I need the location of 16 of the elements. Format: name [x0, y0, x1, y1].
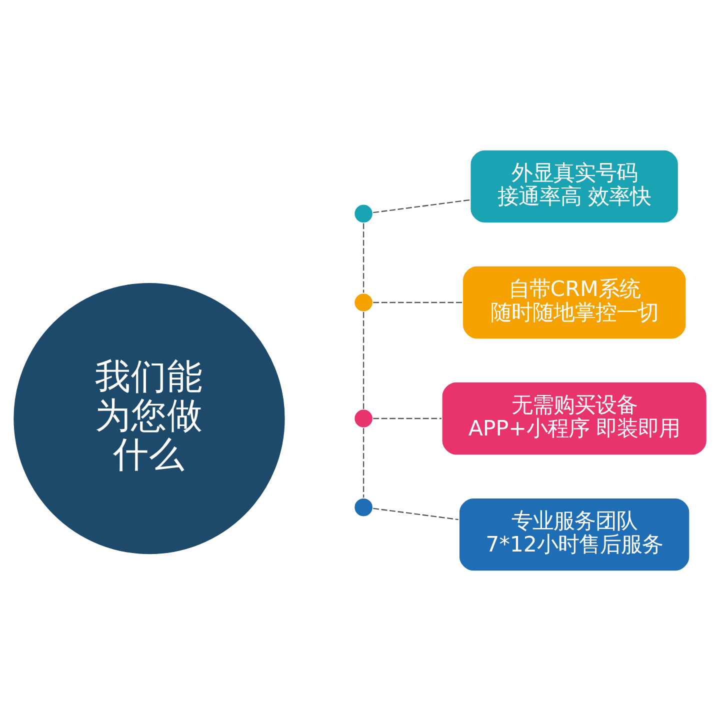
node-circle [353, 496, 374, 517]
node-circle: 我们能为您做什么 [12, 281, 286, 555]
node-circle [353, 292, 374, 312]
node-box: 无需购买设备 APP+小程序 即装即用 [441, 380, 708, 456]
node-circle [353, 203, 374, 224]
connector [362, 312, 364, 408]
node-circle [353, 408, 374, 428]
node-box: 专业服务团队 7*12小时售后服务 [458, 496, 690, 572]
connector [373, 507, 458, 520]
connector [362, 222, 364, 292]
connector [373, 301, 462, 303]
connector [362, 428, 364, 498]
connector [373, 417, 442, 419]
connector [373, 198, 470, 213]
node-box: 外显真实号码 接通率高 效率快 [470, 148, 680, 224]
node-box: 自带CRM系统 随时随地掌控一切 [462, 264, 687, 340]
